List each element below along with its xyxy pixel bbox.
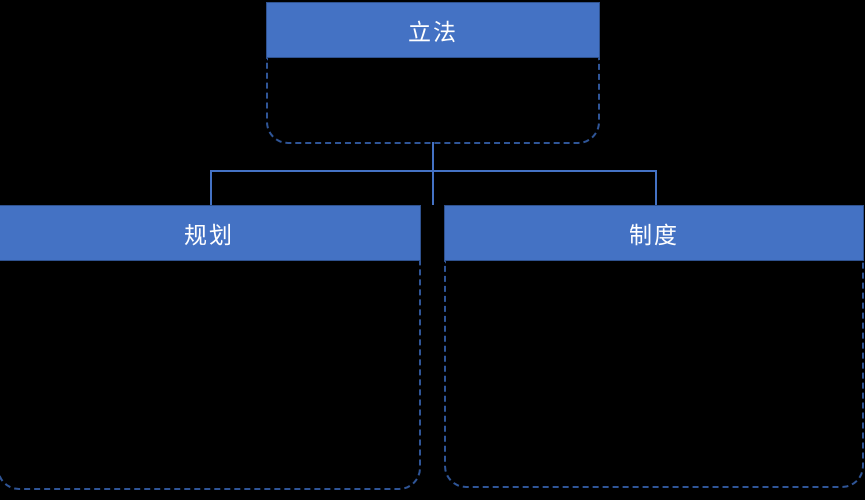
node-root-title: 立法 — [408, 20, 458, 46]
node-right-body[interactable] — [444, 261, 864, 488]
node-root-header[interactable]: 立法 — [266, 2, 600, 58]
node-left-header[interactable]: 规划 — [0, 205, 421, 261]
node-left-body[interactable] — [0, 261, 421, 490]
connector-horizontal-bus — [210, 170, 657, 172]
connector-drop-left — [210, 170, 212, 206]
node-right[interactable]: 制度 — [444, 205, 864, 488]
connector-drop-right — [655, 170, 657, 206]
node-left[interactable]: 规划 — [0, 205, 421, 490]
node-right-title: 制度 — [629, 223, 679, 249]
node-right-header[interactable]: 制度 — [444, 205, 864, 261]
connector-root-stem — [432, 142, 434, 205]
node-left-title: 规划 — [184, 223, 234, 249]
node-root[interactable]: 立法 — [266, 2, 600, 144]
node-root-body[interactable] — [266, 58, 600, 144]
